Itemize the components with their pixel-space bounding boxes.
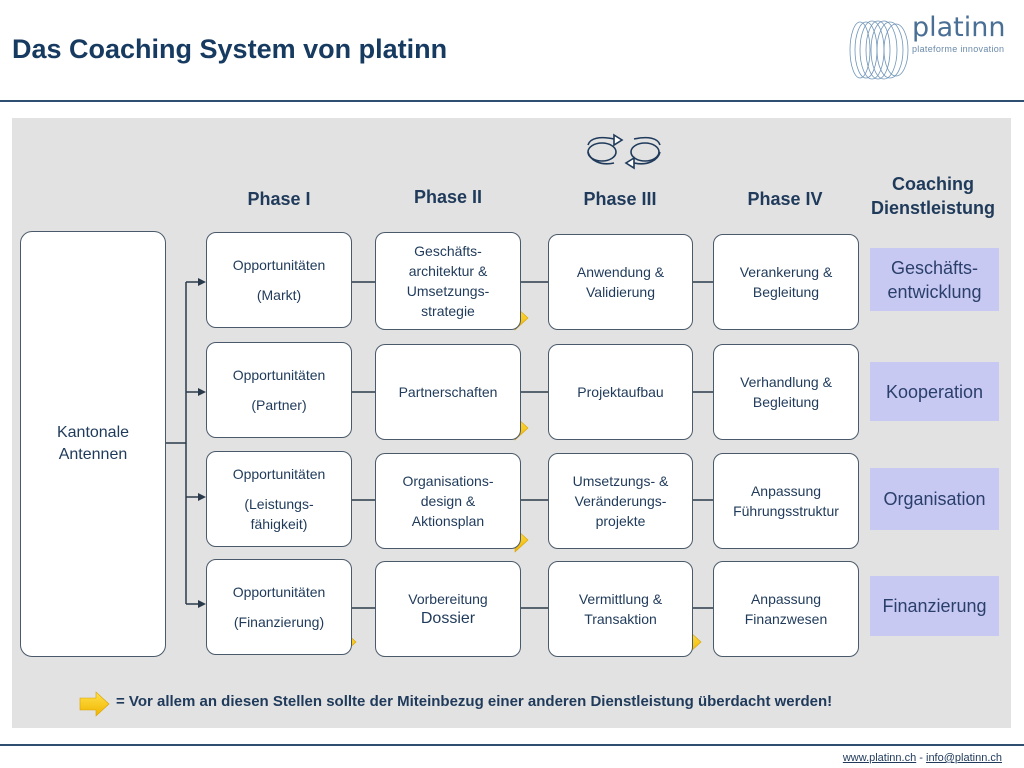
- page-title: Das Coaching System von platinn: [12, 34, 448, 64]
- box-line: Umsetzungs-: [406, 283, 490, 299]
- logo-text: platinn: [912, 12, 1006, 43]
- box-line: Anwendung &: [576, 264, 665, 280]
- box-line: (Markt): [256, 287, 302, 303]
- legend-text: = Vor allem an diesen Stellen sollte der…: [116, 693, 833, 710]
- bottom-divider: [0, 744, 1024, 746]
- box-phase4-verankerung: Verankerung & Begleitung: [713, 234, 859, 330]
- phase-1-header: Phase I: [247, 189, 311, 209]
- box-phase4-fuehrungsstruktur: Anpassung Führungsstruktur: [713, 453, 859, 549]
- box-line: Partnerschaften: [398, 384, 498, 400]
- kantonale-antennen-label: Kantonale Antennen: [56, 424, 130, 463]
- coaching-header-line-1: Coaching: [891, 174, 974, 194]
- box-line: Führungsstruktur: [733, 503, 839, 519]
- box-phase3-vermittlung: Vermittlung & Transaktion: [548, 561, 693, 657]
- box-line: (Finanzierung): [233, 614, 325, 630]
- box-phase4-verhandlung: Verhandlung & Begleitung: [713, 344, 859, 440]
- box-line: Verhandlung &: [740, 374, 832, 390]
- service-geschaeftsentwicklung: Geschäfts- entwicklung: [870, 248, 999, 311]
- coaching-header-line-2: Dienstleistung: [870, 198, 995, 218]
- service-kooperation: Kooperation: [870, 362, 999, 421]
- logo-tagline: plateforme innovation: [912, 44, 1005, 54]
- box-phase2-geschaeftsarchitektur: Geschäfts- architektur & Umsetzungs- str…: [375, 232, 521, 330]
- box-line: Opportunitäten: [232, 367, 326, 383]
- box-phase2-organisationsdesign: Organisations- design & Aktionsplan: [375, 453, 521, 549]
- box-line: Dossier: [420, 610, 476, 627]
- box-line: Verankerung &: [739, 264, 833, 280]
- footer-web-link[interactable]: www.platinn.ch: [842, 752, 917, 764]
- box-line: Opportunitäten: [232, 257, 326, 273]
- box-line: (Leistungs-: [244, 496, 314, 512]
- service-organisation: Organisation: [870, 468, 999, 530]
- box-phase3-umsetzungsprojekte: Umsetzungs- & Veränderungs- projekte: [548, 453, 693, 549]
- box-line: Vermittlung &: [578, 591, 663, 607]
- footer: www.platinn.ch - info@platinn.ch: [843, 752, 1002, 764]
- box-phase1-markt: Opportunitäten (Markt): [206, 232, 352, 328]
- box-phase4-finanzwesen: Anpassung Finanzwesen: [713, 561, 859, 657]
- footer-email-link[interactable]: info@platinn.ch: [926, 752, 1002, 764]
- box-line: design &: [420, 493, 476, 509]
- box-line: Begleitung: [752, 394, 820, 410]
- box-line: Validierung: [585, 284, 655, 300]
- top-divider: [0, 100, 1024, 102]
- box-line: Transaktion: [584, 611, 657, 627]
- box-line: Opportunitäten: [232, 466, 326, 482]
- box-line: Aktionsplan: [411, 513, 485, 529]
- box-line: Anpassung: [750, 591, 822, 607]
- box-phase3-projektaufbau: Projektaufbau: [548, 344, 693, 440]
- box-line: Geschäfts-: [414, 243, 482, 259]
- box-phase1-partner: Opportunitäten (Partner): [206, 342, 352, 438]
- box-line: Umsetzungs- &: [572, 473, 669, 489]
- box-phase1-finanzierung: Opportunitäten (Finanzierung): [206, 559, 352, 655]
- box-line: Projektaufbau: [577, 384, 664, 400]
- platinn-logo-icon: [849, 20, 909, 80]
- box-line: (Partner): [251, 397, 307, 413]
- box-line: strategie: [421, 303, 475, 319]
- box-line: Begleitung: [752, 284, 820, 300]
- service-line: entwicklung: [887, 281, 982, 302]
- box-phase2-dossier: Vorbereitung Dossier: [375, 561, 521, 657]
- box-line: architektur &: [408, 263, 488, 279]
- box-phase3-anwendung: Anwendung & Validierung: [548, 234, 693, 330]
- box-line: Anpassung: [750, 483, 822, 499]
- phase-2-header: Phase II: [413, 187, 483, 207]
- box-line: Organisations-: [402, 473, 494, 489]
- phase-3-header: Phase III: [583, 189, 657, 209]
- service-label: Geschäfts- entwicklung: [887, 256, 981, 304]
- service-line: Geschäfts-: [890, 257, 979, 278]
- phase-4-header: Phase IV: [747, 189, 823, 209]
- coaching-header: Coaching Dienstleistung: [858, 172, 1008, 220]
- box-line: Finanzwesen: [744, 611, 828, 627]
- kantonale-antennen-box: Kantonale Antennen: [20, 231, 166, 657]
- box-phase2-partnerschaften: Partnerschaften: [375, 344, 521, 440]
- box-phase1-leistungsfaehigkeit: Opportunitäten (Leistungs- fähigkeit): [206, 451, 352, 547]
- box-line: projekte: [595, 513, 646, 529]
- box-line: Vorbereitung: [408, 591, 488, 607]
- footer-separator: -: [916, 752, 926, 764]
- service-finanzierung: Finanzierung: [870, 576, 999, 636]
- box-line: fähigkeit): [250, 516, 308, 532]
- box-line: Veränderungs-: [574, 493, 667, 509]
- box-line: Opportunitäten: [232, 584, 326, 600]
